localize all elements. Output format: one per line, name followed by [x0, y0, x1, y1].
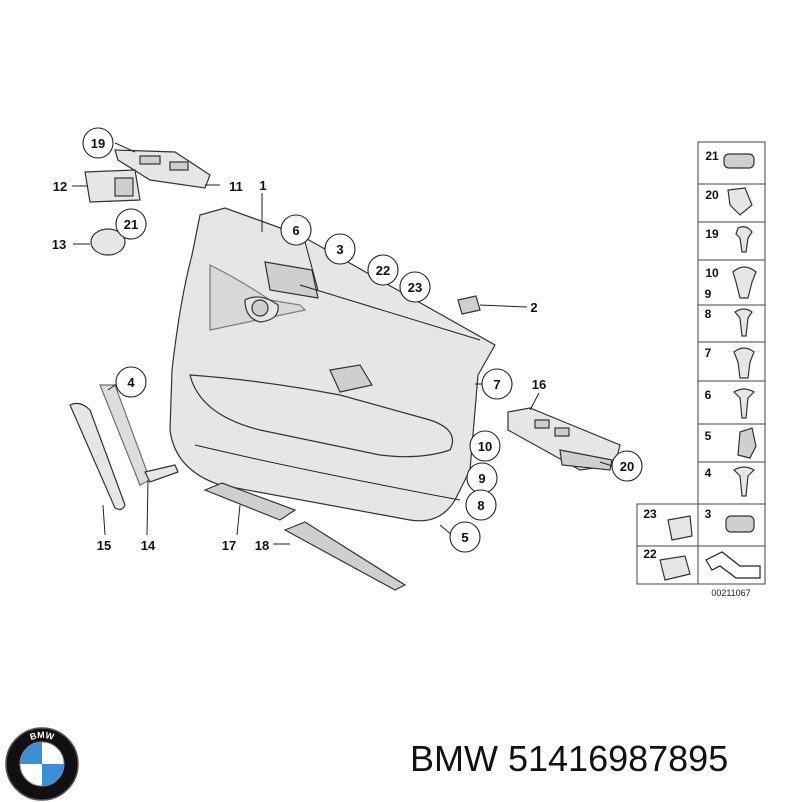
callout-20: 20 [611, 450, 643, 482]
svg-text:10: 10 [478, 439, 492, 454]
clip-3-shape [725, 515, 755, 533]
svg-text:19: 19 [91, 136, 105, 151]
legend-label-19: 19 [705, 227, 719, 241]
label-15: 15 [97, 538, 111, 553]
svg-text:8: 8 [477, 498, 484, 513]
cover-cap [90, 228, 126, 256]
callout-23: 23 [399, 271, 431, 303]
logo-lettering: BMW [29, 730, 56, 742]
clip-19-shape [735, 226, 753, 253]
screw-6-shape [733, 388, 755, 419]
svg-text:21: 21 [124, 217, 138, 232]
door-trim-panel [169, 207, 496, 522]
svg-text:20: 20 [620, 459, 634, 474]
screw-8-shape [734, 308, 753, 337]
legend-label-10: 10 [705, 266, 719, 280]
svg-text:6: 6 [292, 223, 299, 238]
switch-holder-top [114, 149, 211, 189]
label-11: 11 [229, 179, 243, 194]
bracket [457, 295, 481, 315]
direction-arrow-icon [705, 551, 761, 579]
brand-name: BMW [410, 738, 498, 779]
callout-6: 6 [280, 214, 312, 246]
callout-19: 19 [82, 127, 114, 159]
switch-unit [507, 407, 621, 471]
fastener-legend: 21 20 19 10 9 8 7 6 5 4 3 [697, 141, 766, 585]
clip-10-shape [732, 266, 757, 299]
legend-label-7: 7 [705, 346, 712, 360]
diagram-reference: 00211067 [711, 588, 750, 598]
screw-4-shape [733, 466, 755, 497]
label-16: 16 [532, 377, 546, 392]
speaker-grille-small [203, 482, 297, 521]
legend-label-5: 5 [705, 429, 712, 443]
svg-text:22: 22 [376, 263, 390, 278]
legend-label-9: 9 [705, 287, 712, 301]
label-17: 17 [222, 538, 236, 553]
legend-label-4: 4 [705, 466, 712, 480]
grab-handle [69, 402, 126, 511]
legend-label-22: 22 [643, 547, 657, 561]
handle-carrier [99, 384, 179, 486]
callout-9: 9 [466, 462, 498, 494]
callout-21-top: 21 [115, 208, 147, 240]
callout-7: 7 [481, 368, 513, 400]
callout-5: 5 [449, 521, 481, 553]
clip-21-shape [723, 153, 755, 169]
clip-5-shape [737, 427, 757, 459]
clip-22-shape [659, 555, 691, 581]
bmw-logo: BMW [5, 727, 79, 801]
label-13: 13 [52, 237, 66, 252]
callout-4: 4 [115, 366, 147, 398]
legend-label-20: 20 [705, 188, 719, 202]
callout-3: 3 [324, 233, 356, 265]
legend-label-6: 6 [705, 388, 712, 402]
speaker-grille-large [283, 521, 407, 591]
legend-label-23: 23 [643, 507, 657, 521]
svg-text:9: 9 [478, 471, 485, 486]
clip-7-shape [733, 347, 755, 379]
legend-label-21: 21 [705, 149, 719, 163]
label-1: 1 [259, 178, 266, 193]
label-2: 2 [530, 300, 537, 315]
callout-22: 22 [367, 254, 399, 286]
callout-8: 8 [465, 489, 497, 521]
legend-label-8: 8 [705, 307, 712, 321]
svg-text:4: 4 [127, 375, 135, 390]
label-18: 18 [255, 538, 269, 553]
clip-20-shape [727, 187, 753, 216]
callout-10: 10 [469, 430, 501, 462]
clip-23-shape [667, 515, 693, 541]
svg-text:3: 3 [336, 242, 343, 257]
legend-label-3: 3 [705, 507, 712, 521]
label-14: 14 [141, 538, 156, 553]
handle-recess [84, 169, 141, 203]
part-number: 51416987895 [507, 738, 729, 779]
svg-text:5: 5 [461, 530, 468, 545]
fastener-legend-lower: 23 22 [636, 503, 699, 585]
svg-text:23: 23 [408, 280, 422, 295]
leader-lines [72, 142, 613, 545]
svg-text:7: 7 [493, 377, 500, 392]
label-12: 12 [53, 179, 67, 194]
